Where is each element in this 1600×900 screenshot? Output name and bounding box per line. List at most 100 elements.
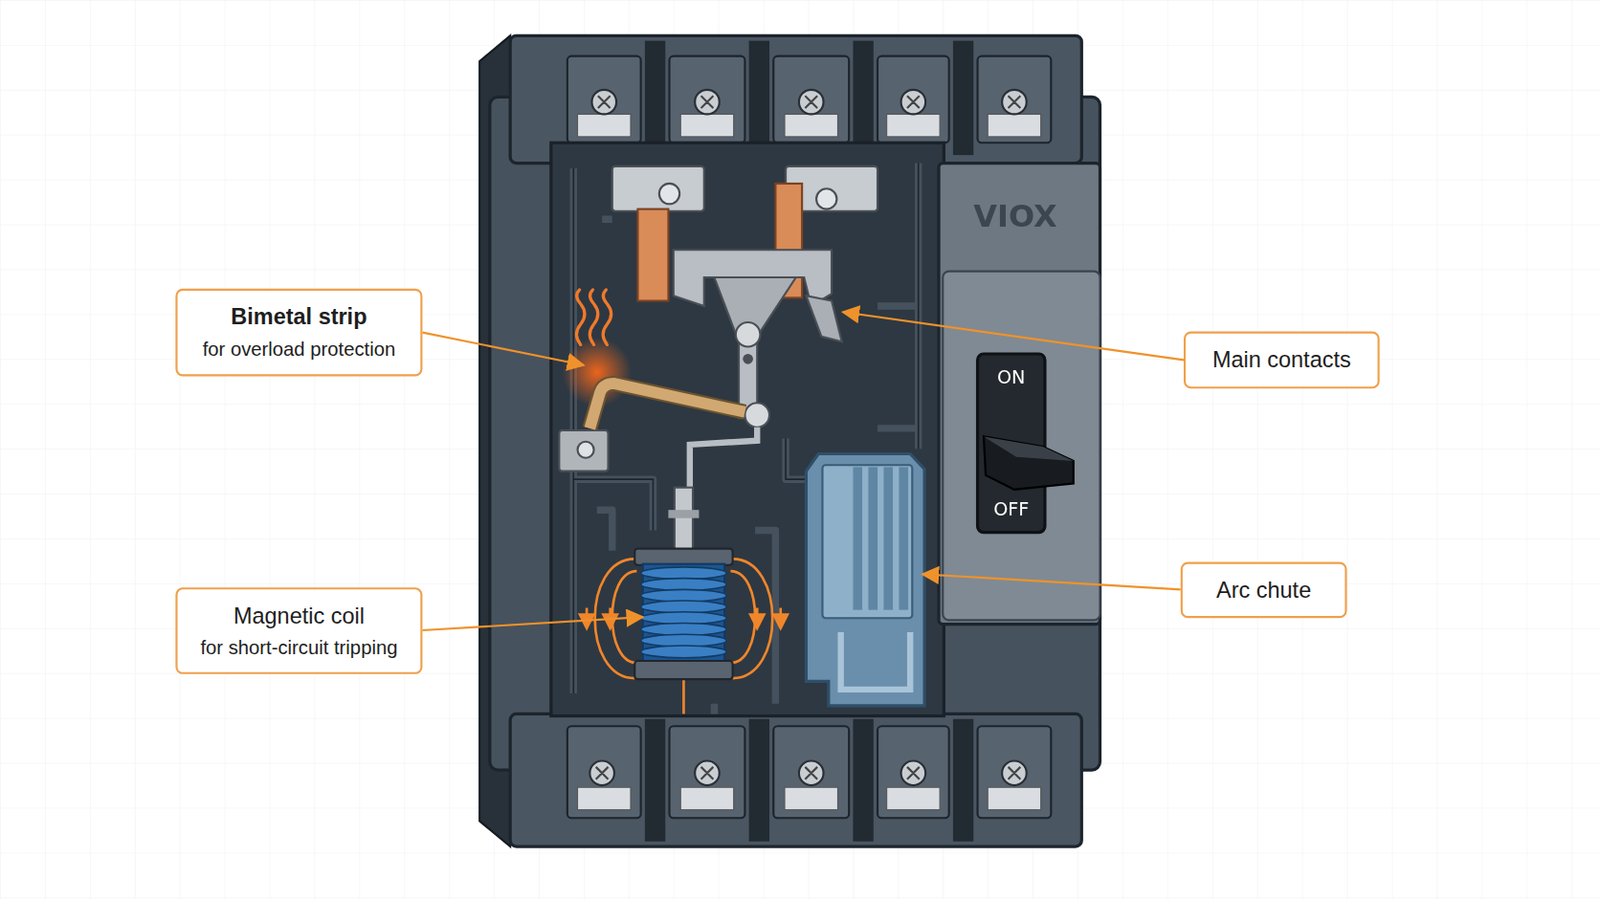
top-terminals-part: [680, 113, 734, 136]
main-contacts-part: [744, 402, 770, 428]
arc-chute-part: [883, 466, 893, 610]
bottom-terminals-part: [680, 787, 734, 810]
internal-cavity-part: [551, 142, 945, 716]
bottom-terminals-part: [852, 719, 873, 843]
leader-lines-part: [422, 617, 643, 631]
internal-cavity: [551, 142, 945, 716]
magnetic-coil-part: [641, 645, 728, 659]
magnetic-field: [586, 558, 781, 714]
bottom-terminals-part: [577, 787, 631, 810]
main-contacts-part: [742, 354, 754, 365]
callout-title: Bimetal strip: [230, 303, 367, 332]
magnetic-field-part: [730, 571, 756, 664]
top-terminals-part: [987, 113, 1041, 136]
top-terminals-part: [749, 41, 770, 156]
main-contacts-part: [612, 166, 705, 212]
leader-lines-part: [922, 574, 1181, 590]
arc-chute-part: [852, 466, 863, 610]
callout-box: Bimetal strip for overload protection: [175, 288, 423, 378]
bottom-terminals-part: [953, 719, 974, 843]
trip-linkage-part: [674, 488, 693, 554]
magnetic-coil-part: [634, 661, 733, 680]
callout-subtitle: for short-circuit tripping: [200, 636, 398, 661]
bimetal-strip-part: [589, 383, 745, 429]
arc-chute-part: [867, 466, 878, 610]
magnetic-field-part: [733, 558, 774, 679]
internal-cavity-part: [573, 163, 918, 694]
bottom-terminals-part: [987, 787, 1041, 810]
callout-box: Magnetic coil for short-circuit tripping: [175, 587, 423, 675]
front-panel-part: [942, 271, 1100, 622]
magnetic-field-part: [755, 608, 759, 623]
bottom-terminals: [567, 719, 1051, 843]
top-terminals-part: [577, 113, 631, 136]
breaker-body-part: [510, 713, 1082, 847]
magnetic-coil-part: [634, 549, 733, 566]
top-terminals-part: [669, 56, 746, 144]
top-terminals-part: [953, 41, 974, 156]
main-contacts-part: [659, 183, 680, 204]
main-contacts-part: [805, 295, 842, 342]
arc-chute-part: [898, 466, 909, 610]
callout-title: Main contacts: [1212, 346, 1352, 375]
magnetic-coil-part: [641, 634, 728, 647]
breaker-body: [479, 35, 1100, 847]
magnetic-coil-part: [641, 567, 728, 580]
top-terminals-part: [887, 113, 940, 136]
switch-position-label: ON: [997, 366, 1025, 388]
main-contacts-part: [816, 188, 837, 209]
top-terminals-part: [567, 56, 642, 144]
bottom-terminals-part: [784, 787, 838, 810]
top-terminals-part: [644, 41, 666, 156]
arc-chute-part: [841, 632, 912, 690]
top-terminals-part: [598, 95, 1021, 109]
trip-linkage-part: [667, 510, 699, 519]
breaker-body-part: [489, 96, 1101, 771]
leader-lines: [422, 311, 1183, 631]
callout-box: Arc chute: [1180, 562, 1348, 620]
callout-title: Magnetic coil: [233, 601, 365, 630]
switch-position-label: OFF: [993, 498, 1029, 520]
top-terminals-part: [852, 41, 873, 156]
top-terminals-part: [877, 56, 950, 144]
trip-linkage: [667, 427, 757, 554]
main-contacts-part: [735, 322, 761, 348]
front-panel: [938, 163, 1100, 625]
main-contacts-part: [637, 209, 668, 302]
top-terminals-part: [784, 113, 838, 136]
magnetic-coil-part: [641, 589, 728, 602]
arc-chute: [805, 454, 925, 707]
top-terminals-part: [977, 56, 1052, 144]
bottom-terminals-part: [887, 787, 940, 810]
bimetal-strip-part: [558, 430, 608, 472]
magnetic-field-part: [778, 608, 782, 623]
magnetic-field-part: [682, 679, 686, 714]
top-terminals: [567, 41, 1051, 156]
magnetic-coil-part: [641, 578, 728, 592]
magnetic-coil-part: [641, 600, 728, 614]
bottom-terminals-part: [644, 719, 666, 843]
arc-chute-part: [822, 465, 912, 619]
callout-subtitle: for overload protection: [202, 337, 397, 362]
top-terminals-part: [773, 56, 849, 144]
magnetic-coil: [634, 549, 733, 680]
bimetal-strip-part: [576, 289, 611, 346]
bottom-terminals-part: [749, 719, 770, 843]
arc-chute-part: [805, 454, 925, 707]
trip-linkage-part: [689, 427, 757, 490]
callout-box: Main contacts: [1183, 332, 1380, 390]
bimetal-strip-part: [589, 383, 745, 429]
callout-title: Arc chute: [1216, 576, 1312, 604]
front-panel-part: [938, 163, 1100, 625]
leader-lines-part: [843, 311, 1184, 360]
bimetal-strip-part: [577, 442, 595, 459]
brand-label: VIOX: [973, 198, 1057, 234]
magnetic-coil-part: [641, 623, 728, 637]
bottom-terminals-part: [596, 767, 1022, 780]
toggle-switch-part: [983, 436, 1074, 489]
toggle-switch-part: [983, 436, 1074, 462]
toggle-switch: [977, 354, 1074, 534]
